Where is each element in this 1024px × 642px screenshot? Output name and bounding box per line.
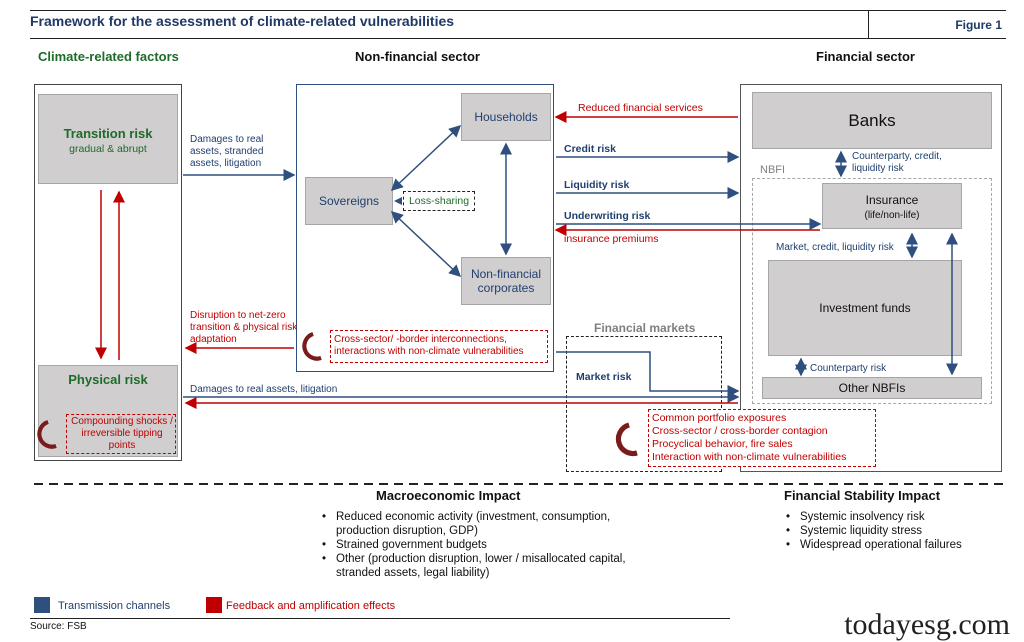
transition-risk-box xyxy=(38,94,178,184)
financial-stability-title: Financial Stability Impact xyxy=(784,488,941,503)
investment-funds-label: Investment funds xyxy=(819,301,911,315)
financial-stability-item: Systemic insolvency risk xyxy=(786,510,1008,524)
macro-impact-item: Reduced economic activity (investment, c… xyxy=(322,510,634,538)
header-divider xyxy=(868,10,869,38)
other-nbfis-label: Other NBFIs xyxy=(838,381,906,395)
header-rule-bottom xyxy=(30,38,1006,39)
label-damages-stranded: Damages to real assets, stranded assets,… xyxy=(190,134,264,169)
cross-sector-box xyxy=(330,330,548,363)
non-financial-panel xyxy=(296,84,554,372)
corporates-label: Non-financial corporates xyxy=(470,267,542,295)
corporates-box xyxy=(461,257,551,305)
label-damages-litigation: Damages to real assets, litigation xyxy=(190,384,338,395)
nbfi-label: NBFI xyxy=(760,164,786,176)
financial-stability-item: Systemic liquidity stress xyxy=(786,524,1008,538)
column-climate-factors: Climate-related factors xyxy=(38,49,179,64)
sovereigns-box xyxy=(305,177,393,225)
compounding-shocks-label: Compounding shocks / irreversible tippin… xyxy=(71,416,173,451)
page-title: Framework for the assessment of climate-… xyxy=(30,13,455,29)
market-credit-liquidity-label: Market, credit, liquidity risk xyxy=(776,242,894,253)
financial-stability-list: Systemic insolvency risk Systemic liquid… xyxy=(784,510,1008,552)
financial-stability-item: Widespread operational failures xyxy=(786,538,1008,552)
legend-transmission-label: Transmission channels xyxy=(58,600,171,612)
column-financial: Financial sector xyxy=(816,49,915,64)
macro-impact-item: Other (production disruption, lower / mi… xyxy=(322,552,634,580)
label-credit-risk: Credit risk xyxy=(564,143,616,155)
legend-transmission-swatch xyxy=(34,597,50,613)
other-nbfis-box xyxy=(762,377,982,399)
insurance-box xyxy=(822,183,962,229)
market-effect-item-2: Procyclical behavior, fire sales xyxy=(652,438,793,450)
footer-rule xyxy=(30,618,730,619)
banks-label: Banks xyxy=(848,111,896,130)
header-rule-top xyxy=(30,10,1006,11)
macro-impact-title: Macroeconomic Impact xyxy=(376,488,521,503)
financial-markets-region xyxy=(566,336,722,472)
market-effects-box xyxy=(648,409,876,467)
label-insurance-premiums: insurance premiums xyxy=(564,233,659,245)
loss-sharing-box xyxy=(403,191,475,211)
feedback-cycle-icon-nonfin xyxy=(302,332,322,361)
financial-panel xyxy=(740,84,1002,472)
legend-feedback-label: Feedback and amplification effects xyxy=(226,600,396,612)
physical-risk-box xyxy=(38,365,178,457)
insurance-label: Insurance xyxy=(865,193,919,207)
market-effect-item-1: Cross-sector / cross-border contagion xyxy=(652,425,828,437)
investment-funds-box xyxy=(768,260,962,356)
nbfi-region xyxy=(752,178,992,404)
sovereigns-label: Sovereigns xyxy=(318,194,380,208)
market-effect-item-0: Common portfolio exposures xyxy=(652,412,787,424)
households-label: Households xyxy=(474,110,538,124)
macro-impact-list: Reduced economic activity (investment, c… xyxy=(320,510,634,580)
cross-sector-label: Cross-sector/ -border interconnections, … xyxy=(334,334,524,357)
feedback-cycle-icon-markets xyxy=(615,422,638,457)
label-disruption: Disruption to net-zero transition & phys… xyxy=(190,310,298,345)
climate-factors-panel xyxy=(34,84,182,461)
transition-risk-title: Transition risk xyxy=(63,126,153,141)
source-note: Source: FSB xyxy=(30,621,87,632)
financial-markets-title: Financial markets xyxy=(594,321,696,335)
banks-box xyxy=(752,92,992,149)
label-reduced-services: Reduced financial services xyxy=(578,102,703,114)
feedback-cycle-icon-physical xyxy=(37,420,57,449)
households-box xyxy=(461,93,551,141)
column-non-financial: Non-financial sector xyxy=(355,49,480,64)
market-risk-arrow xyxy=(556,351,740,397)
sovereign-households-arrow xyxy=(390,124,462,192)
compounding-shocks-box xyxy=(66,414,176,454)
watermark: todayesg.com xyxy=(844,608,1010,641)
label-liquidity-risk: Liquidity risk xyxy=(564,179,630,191)
label-market-risk: Market risk xyxy=(576,371,632,383)
legend-feedback-swatch xyxy=(206,597,222,613)
market-effect-item-3: Interaction with non-climate vulnerabili… xyxy=(652,451,847,463)
label-underwriting-risk: Underwriting risk xyxy=(564,210,651,222)
macro-impact-item: Strained government budgets xyxy=(322,538,634,552)
counterparty-credit-label: Counterparty, credit, liquidity risk xyxy=(852,151,942,174)
transition-risk-sub: gradual & abrupt xyxy=(69,143,147,155)
sovereign-corporates-arrow xyxy=(390,210,462,278)
physical-risk-title: Physical risk xyxy=(68,372,148,387)
counterparty-risk-label: Counterparty risk xyxy=(810,363,887,374)
figure-label: Figure 1 xyxy=(955,18,1002,32)
insurance-sub-label: (life/non-life) xyxy=(864,210,920,221)
loss-sharing-label: Loss-sharing xyxy=(408,195,470,207)
